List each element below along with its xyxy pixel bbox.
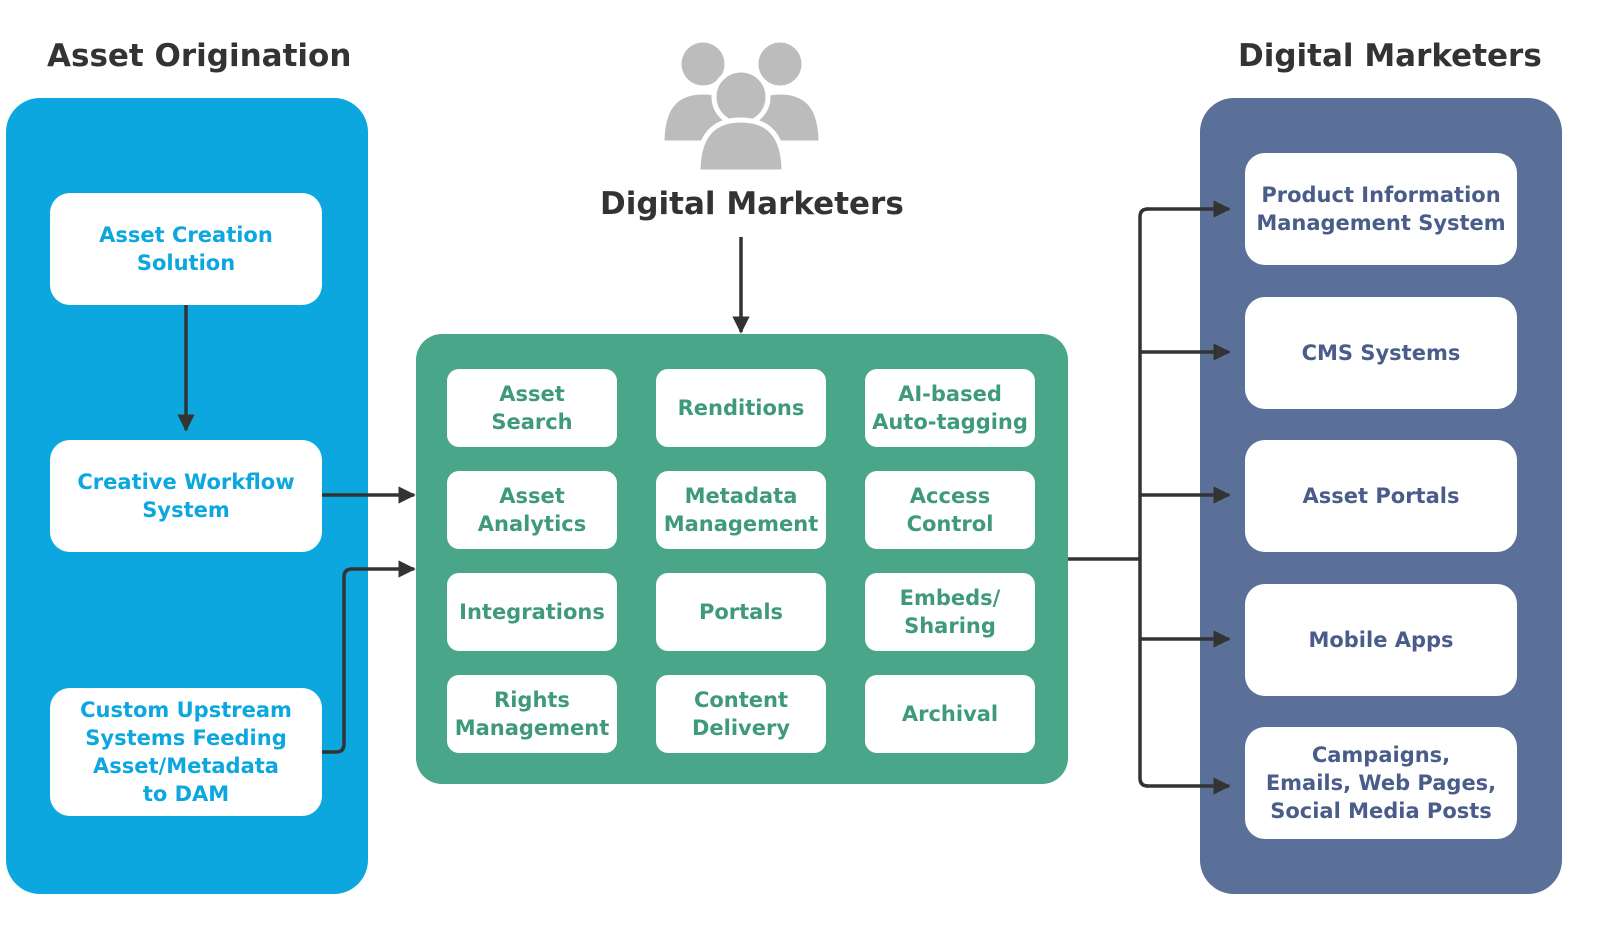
campaigns-box[interactable]: Campaigns, Emails, Web Pages, Social Med… [1245,727,1517,839]
creative-workflow-system-box[interactable]: Creative Workflow System [50,440,322,552]
archival-cell[interactable]: Archival [865,675,1035,753]
embeds-sharing-cell[interactable]: Embeds/ Sharing [865,573,1035,651]
asset-analytics-cell[interactable]: Asset Analytics [447,471,617,549]
metadata-management-cell[interactable]: Metadata Management [656,471,826,549]
cms-systems-box[interactable]: CMS Systems [1245,297,1517,409]
integrations-cell[interactable]: Integrations [447,573,617,651]
connector-trunk [1138,207,1149,788]
access-control-cell[interactable]: Access Control [865,471,1035,549]
pim-system-box[interactable]: Product Information Management System [1245,153,1517,265]
asset-portals-box[interactable]: Asset Portals [1245,440,1517,552]
portals-cell[interactable]: Portals [656,573,826,651]
asset-creation-solution-box[interactable]: Asset Creation Solution [50,193,322,305]
right-heading: Digital Marketers [1238,38,1542,74]
rights-management-cell[interactable]: Rights Management [447,675,617,753]
left-heading: Asset Origination [47,38,352,74]
content-delivery-cell[interactable]: Content Delivery [656,675,826,753]
asset-search-cell[interactable]: Asset Search [447,369,617,447]
custom-upstream-systems-box[interactable]: Custom Upstream Systems Feeding Asset/Me… [50,688,322,816]
mobile-apps-box[interactable]: Mobile Apps [1245,584,1517,696]
renditions-cell[interactable]: Renditions [656,369,826,447]
ai-auto-tagging-cell[interactable]: AI-based Auto-tagging [865,369,1035,447]
center-heading: Digital Marketers [600,186,904,222]
